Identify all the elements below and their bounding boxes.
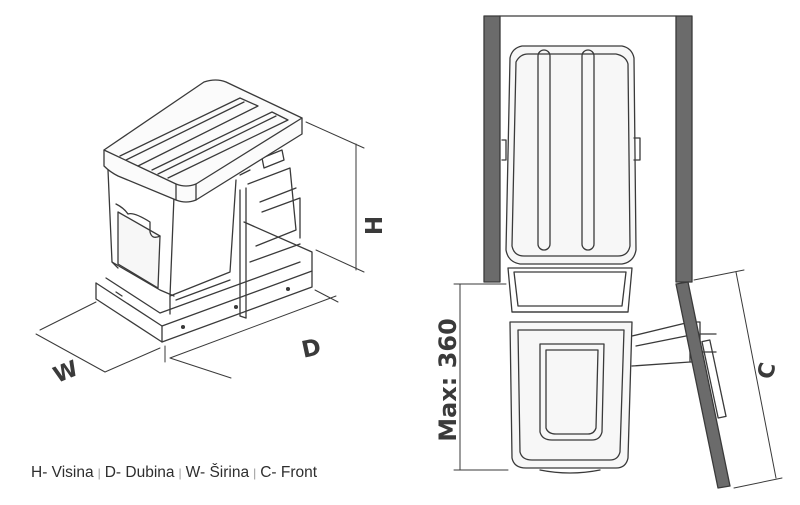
- top-view-upper-bin: [501, 45, 641, 265]
- bin-body: [107, 169, 237, 315]
- legend: H- Visina|D- Dubina|W- Širina|C- Front: [31, 464, 317, 482]
- dimension-lines: [35, 121, 365, 379]
- legend-item-h: H- Visina: [31, 464, 94, 481]
- legend-separator: |: [253, 466, 257, 480]
- top-view-middle: [507, 267, 633, 313]
- legend-separator: |: [178, 466, 182, 480]
- dim-label-h: H: [362, 215, 389, 236]
- legend-item-w: W- Širina: [185, 464, 250, 481]
- dim-label-max: Max: 360: [433, 318, 462, 442]
- legend-item-d: D- Dubina: [104, 464, 175, 481]
- legend-separator: |: [97, 466, 101, 480]
- top-view-lower-bin: [509, 321, 633, 474]
- base-frame: [95, 221, 313, 343]
- wire-rack: [239, 149, 301, 319]
- front-panel: [675, 281, 731, 489]
- top-view-dimension-lines: [453, 269, 783, 489]
- bin-lid: [103, 79, 303, 203]
- cabinet-walls: [483, 15, 693, 283]
- legend-item-c: C- Front: [260, 464, 318, 481]
